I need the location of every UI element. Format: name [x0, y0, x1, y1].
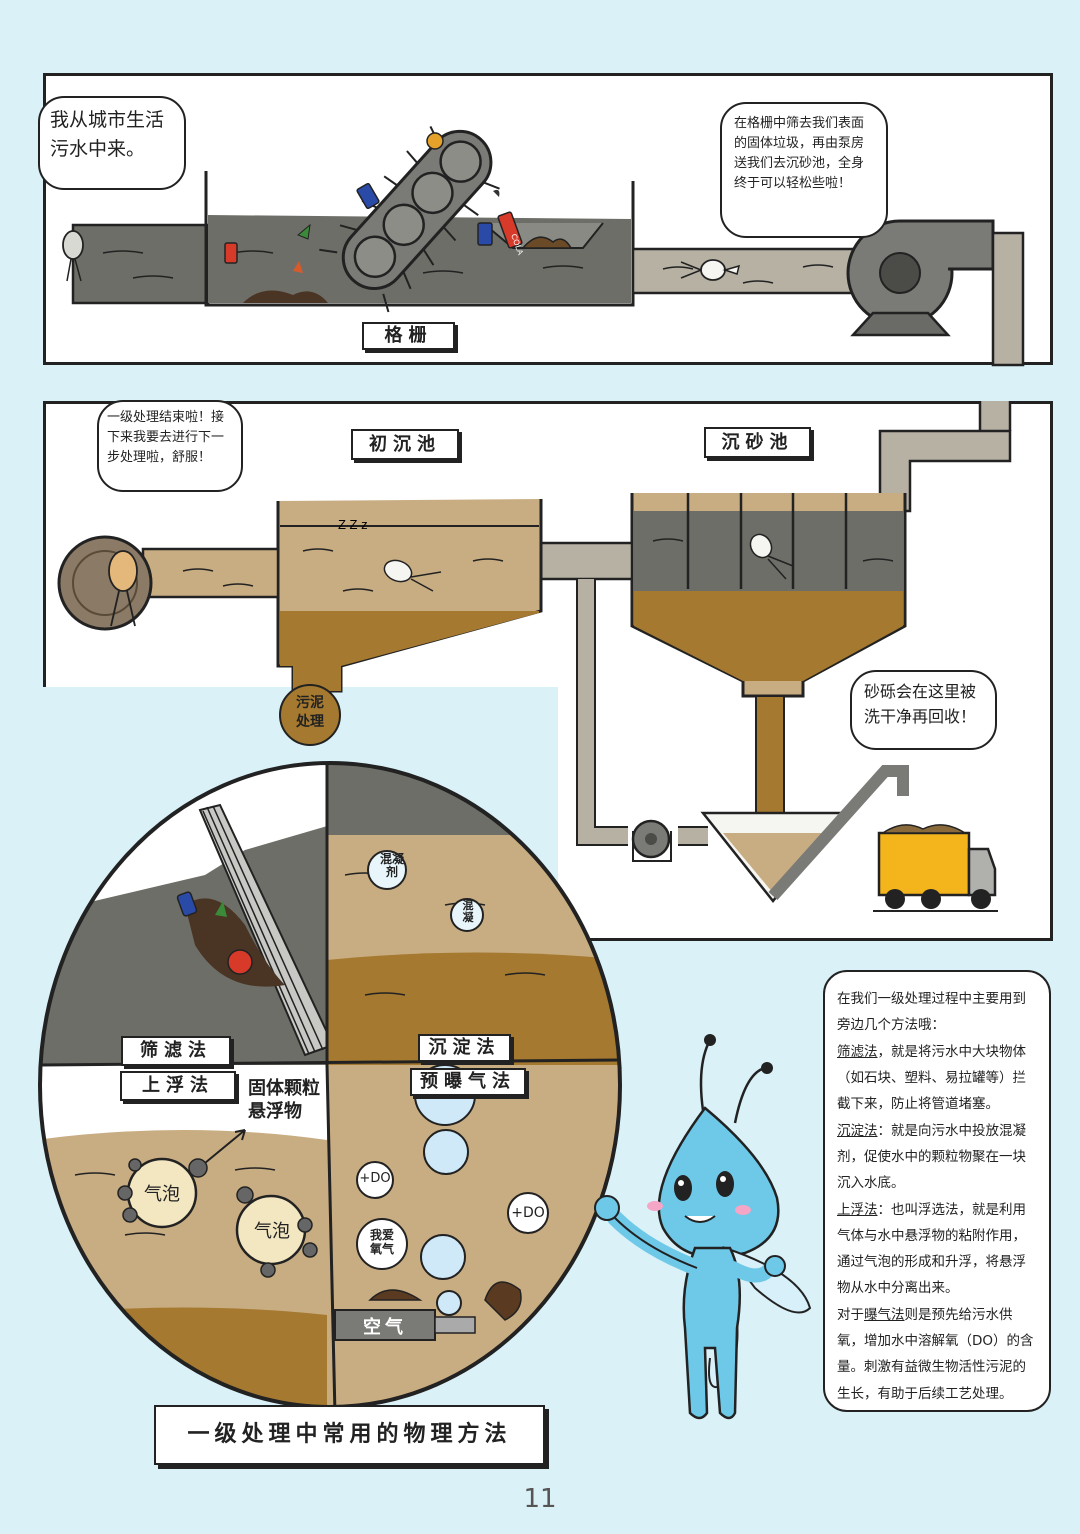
screen-speech-text: 在格栅中筛去我们表面 的固体垃圾，再由泵房 送我们去沉砂池，全身 终于可以轻松些… — [734, 116, 865, 192]
grit-chamber-label: 沉砂池 — [704, 427, 811, 458]
love-oxygen-text: 我爱 氧气 — [369, 1228, 394, 1257]
info-method3-text: ：也叫浮选法，就是利用气体与水中悬浮物的粘附作用，通过气泡的形成和升浮，将悬浮物… — [837, 1201, 1026, 1297]
do-label-1: +DO — [359, 1171, 391, 1186]
info-method2-name: 沉淀法 — [837, 1122, 878, 1139]
screen-speech-bubble: 在格栅中筛去我们表面 的固体垃圾，再由泵房 送我们去沉砂池，全身 终于可以轻松些… — [720, 102, 888, 238]
float-note: 固体颗粒 悬浮物 — [248, 1078, 320, 1123]
love-oxygen-bubble: 我爱 氧气 — [356, 1218, 408, 1270]
screen-method-label: 筛滤法 — [121, 1036, 231, 1066]
section-title: 一级处理中常用的物理方法 — [154, 1405, 545, 1465]
gravel-speech-text: 砂砾会在这里被 洗干净再回收！ — [864, 682, 977, 726]
sedimentation-illustration: Z Z z — [57, 401, 1012, 912]
water-drop-mascot — [594, 1034, 812, 1420]
sleep-text: Z Z z — [338, 517, 368, 532]
info-method4-name: 曝气法 — [864, 1306, 905, 1323]
air-label: 空气 — [363, 1317, 407, 1338]
info-intro: 在我们一级处理过程中主要用到旁边几个方法哦： — [837, 991, 1026, 1034]
float-method-label: 上浮法 — [120, 1071, 236, 1101]
screen-panel-illustration: COLA — [62, 125, 1025, 367]
info-method1-text: ，就是将污水中大块物体（如石块、塑料、易拉罐等）拦截下来，防止将管道堵塞。 — [837, 1043, 1026, 1113]
grid-label: 格栅 — [362, 322, 455, 350]
info-method1-name: 筛滤法 — [837, 1043, 878, 1060]
info-method4-pre: 对于 — [837, 1306, 864, 1323]
air-bubble-label-1: 气泡 — [144, 1184, 180, 1205]
done-speech-text: 一级处理结束啦！接 下来我要去进行下一 步处理啦，舒服！ — [107, 410, 225, 466]
info-box: 在我们一级处理过程中主要用到旁边几个方法哦： 筛滤法，就是将污水中大块物体（如石… — [823, 970, 1051, 1412]
gravel-speech-bubble: 砂砾会在这里被 洗干净再回收！ — [850, 670, 997, 750]
sludge-treatment-badge: 污泥 处理 — [279, 684, 341, 746]
info-method4-text: 则是预先给污水供氧，增加水中溶解氧（DO）的含量。刺激有益微生物活性污泥的生长，… — [837, 1306, 1034, 1402]
info-method3-name: 上浮法 — [837, 1201, 878, 1218]
primary-clarifier-label: 初沉池 — [351, 429, 459, 460]
page-number: 11 — [523, 1484, 557, 1514]
aerate-method-label: 预曝气法 — [410, 1068, 526, 1096]
sludge-treatment-label: 污泥 处理 — [296, 695, 324, 730]
coagulant-tag-2: 混 凝 — [462, 899, 474, 925]
settle-method-label: 沉淀法 — [418, 1034, 511, 1062]
air-bubble-label-2: 气泡 — [254, 1221, 290, 1242]
done-speech-bubble: 一级处理结束啦！接 下来我要去进行下一 步处理啦，舒服！ — [97, 400, 243, 492]
do-label-2: +DO — [511, 1205, 545, 1221]
intro-speech-text: 我从城市生活 污水中来。 — [50, 109, 165, 161]
coagulant-tag-1: 混凝 剂 — [379, 852, 404, 880]
info-method2-text: ：就是向污水中投放混凝剂，促使水中的颗粒物聚在一块沉入水底。 — [837, 1122, 1026, 1192]
intro-speech-bubble: 我从城市生活 污水中来。 — [38, 96, 186, 190]
